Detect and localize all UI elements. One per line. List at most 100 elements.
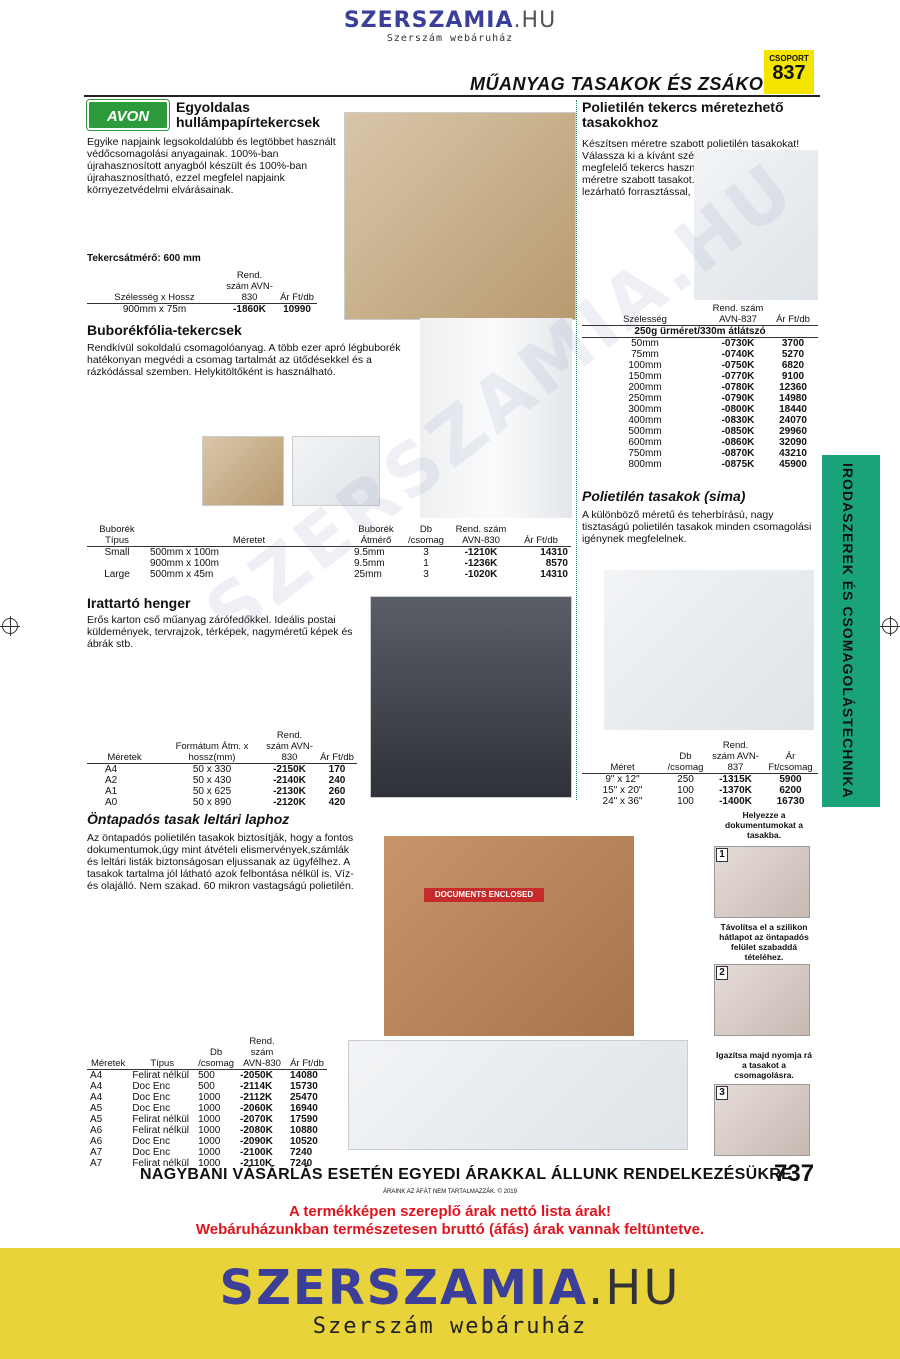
cell: -2050K: [240, 1070, 273, 1081]
step-1-text: Helyezze a dokumentumokat a tasakba.: [725, 810, 803, 840]
cell: 32090: [779, 437, 807, 448]
cell: 9.5mm: [354, 547, 385, 558]
cell: 1000: [198, 1136, 221, 1147]
cell: -0730K: [721, 338, 755, 349]
price-notice-line-2: Webáruházunkban természetesen bruttó (áf…: [195, 1221, 705, 1238]
page-title: MŰANYAG TASAKOK ÉS ZSÁKOK: [470, 74, 777, 94]
cell: 800mm: [628, 459, 662, 470]
cell: 500: [198, 1081, 215, 1092]
col-header: Szélesség: [582, 303, 708, 326]
tube-table: Méretek Formátum Átm. x hossz(mm) Rend. …: [87, 730, 357, 808]
cell: 200mm: [628, 382, 662, 393]
category-band: IRODASZEREK ÉS CSOMAGOLÁSTECHNIKA: [822, 455, 880, 807]
step-3-image: 3: [714, 1084, 810, 1156]
cell: A7: [90, 1147, 103, 1158]
cell: 500mm: [628, 426, 662, 437]
bubble-desc: Rendkívül sokoldalú csomagolóanyag. A tö…: [87, 342, 401, 378]
col-header: Ár Ft/db: [277, 270, 317, 304]
corrugated-desc: Egyike napjaink legsokoldalúbb és legtöb…: [87, 136, 336, 196]
cell: 25mm: [354, 569, 382, 580]
step-2-number: 2: [716, 966, 728, 980]
col-header: Db /csomag: [195, 1036, 237, 1070]
top-logo[interactable]: SZERSZAMIA.HU Szerszám webáruház: [0, 8, 900, 44]
cell: 1000: [198, 1114, 221, 1125]
bubble-title: Buborékfólia-tekercsek: [87, 322, 242, 338]
cell: 1000: [198, 1125, 221, 1136]
cell: [87, 558, 147, 569]
cell: 8570: [545, 558, 568, 569]
cell: -1370K: [719, 785, 752, 796]
bottom-banner[interactable]: SZERSZAMIA.HU Szerszám webáruház: [0, 1248, 900, 1359]
registration-mark-right: [880, 616, 900, 636]
cell: A0: [105, 797, 118, 808]
cell: -0830K: [721, 415, 755, 426]
cell: A2: [105, 775, 118, 786]
cell: 500mm x 45m: [150, 569, 214, 580]
col-header: Db /csomag: [663, 740, 708, 774]
bubble-table: Buborék Típus Méretet Buborék Átmérő Db …: [87, 524, 571, 580]
cell: -2114K: [240, 1081, 273, 1092]
col-header: Ár Ft/db: [287, 1036, 327, 1070]
col-header: Méretek: [87, 1036, 130, 1070]
table-row: 900mm x 100m 9.5mm 1 -1236K 8570: [87, 558, 571, 569]
cell: 1000: [198, 1158, 221, 1169]
cell: 150mm: [628, 371, 662, 382]
col-header: Méret: [582, 740, 663, 774]
cell: 100mm: [628, 360, 662, 371]
cell: -1400K: [719, 796, 752, 807]
cell: -2140K: [273, 775, 306, 786]
brand-tld: .HU: [513, 8, 557, 33]
cell: 14980: [779, 393, 807, 404]
cell: 1000: [198, 1092, 221, 1103]
cell: 50 x 625: [192, 786, 232, 797]
cell: 14310: [540, 569, 568, 580]
cell: -0780K: [721, 382, 755, 393]
col-header: Buborék Átmérő: [351, 524, 401, 547]
step-2-text: Távolítsa el a szilikon hátlapot az önta…: [719, 922, 809, 962]
cell: 18440: [779, 404, 807, 415]
cell: Small: [104, 547, 130, 558]
col-header: Rend. szám AVN-830: [237, 1036, 287, 1070]
table-row: 900mm x 75m -1860K 10990: [87, 304, 317, 316]
brand-tagline: Szerszám webáruház: [386, 33, 514, 44]
col-header: Méretet: [147, 524, 351, 547]
col-header: Ár Ft/db: [317, 730, 357, 764]
col-header: Rend. szám AVN-830: [222, 270, 277, 304]
cell: 900mm x 100m: [150, 558, 219, 569]
cell: 500: [198, 1070, 215, 1081]
cell: 100: [677, 796, 694, 807]
category-band-text: IRODASZEREK ÉS CSOMAGOLÁSTECHNIKA: [840, 463, 856, 799]
cell: -2080K: [240, 1125, 273, 1136]
cell: 10520: [290, 1136, 318, 1147]
cell: Doc Enc: [132, 1136, 171, 1147]
cell: 6820: [781, 360, 805, 371]
cell: 9100: [781, 371, 805, 382]
tube-photo: [370, 596, 572, 798]
bags-desc: A különböző méretű és teherbírású, nagy …: [582, 509, 812, 545]
step-2-image: 2: [714, 964, 810, 1036]
cell: -2120K: [273, 797, 306, 808]
cell: 3: [423, 569, 429, 580]
documents-enclosed-label: DOCUMENTS ENCLOSED: [424, 888, 544, 902]
cell: -2112K: [240, 1092, 273, 1103]
roll-subheader: 250g ürméret/330m átlátszó: [582, 325, 818, 338]
cell: -1020K: [464, 569, 498, 580]
corrugated-subtitle: Tekercsátmérő: 600 mm: [87, 253, 201, 264]
step-1-image: 1: [714, 846, 810, 918]
cell: 600mm: [628, 437, 662, 448]
col-header: Buborék Típus: [87, 524, 147, 547]
